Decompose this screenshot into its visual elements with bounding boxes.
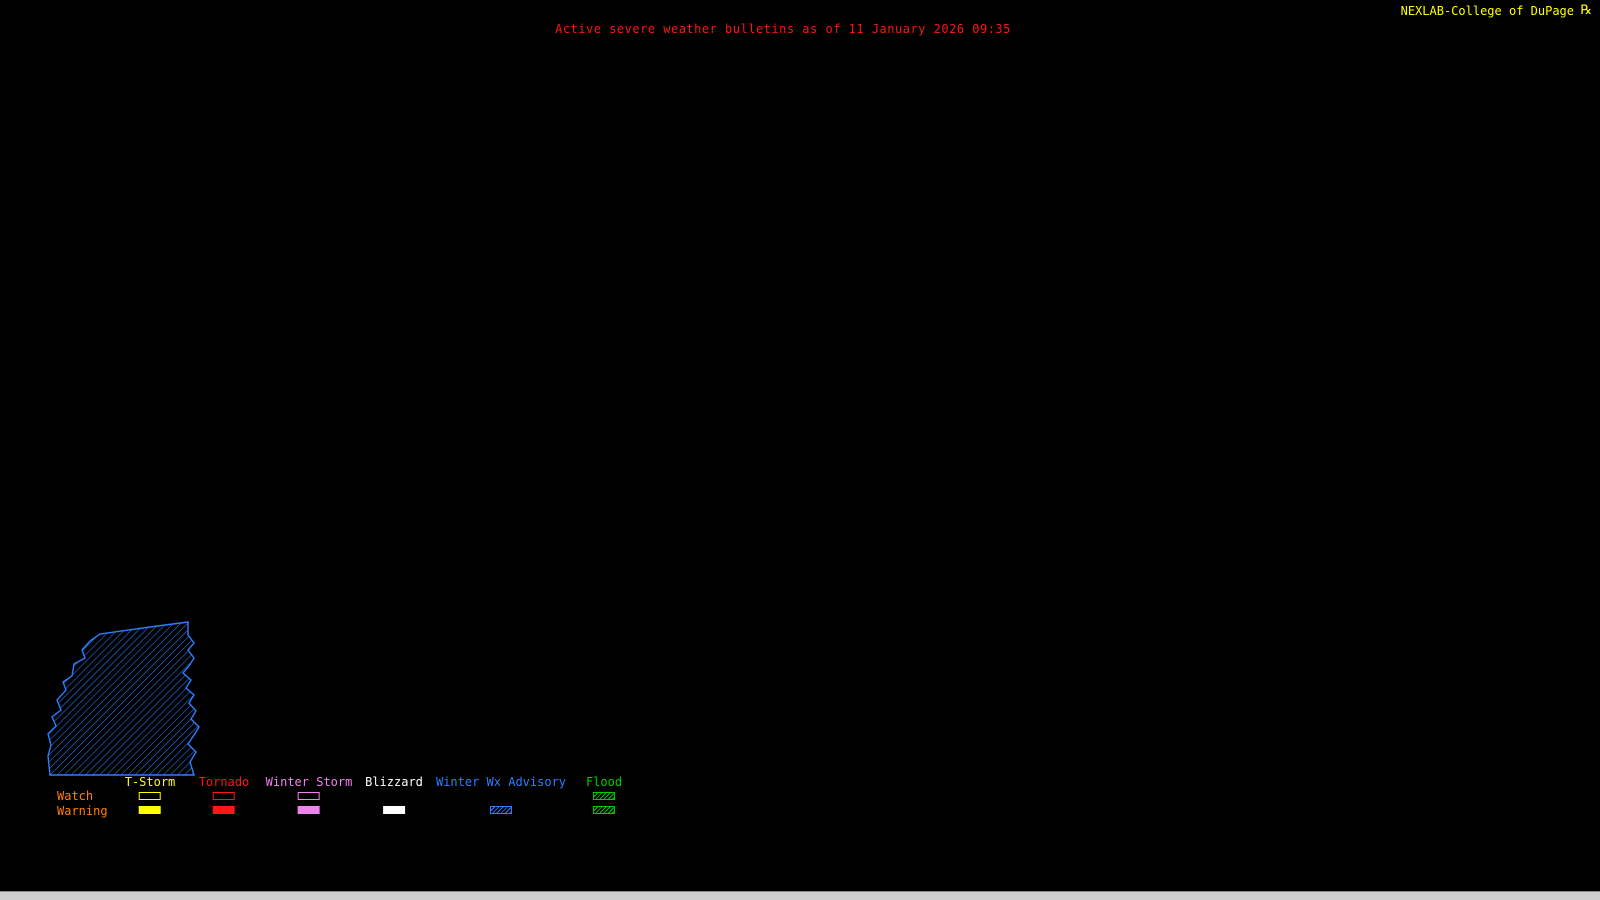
flood-watch-swatch (593, 792, 615, 800)
winter-storm-watch-swatch (297, 792, 320, 800)
legend-label-tornado: Tornado (198, 775, 250, 789)
legend-col-blizzard: Blizzard (365, 776, 423, 814)
map-area (40, 615, 210, 780)
legend-col-winter-wx-advisory: Winter Wx Advisory (436, 776, 566, 814)
legend-label-blizzard: Blizzard (365, 775, 423, 789)
legend: Watch Warning T-Storm Tornado Winter Sto… (0, 776, 700, 821)
tstorm-watch-swatch (138, 792, 161, 800)
winter-storm-warning-swatch (297, 806, 320, 814)
bulletin-title: Active severe weather bulletins as of 11… (555, 22, 1011, 36)
legend-row-watch-label: Watch (57, 789, 94, 803)
legend-col-winter-storm: Winter Storm (265, 775, 353, 814)
winter-wx-advisory-warning-swatch (489, 806, 512, 814)
brand-text: NEXLAB-College of DuPage (1400, 4, 1574, 18)
flood-warning-swatch (593, 806, 615, 814)
legend-label-flood: Flood (585, 775, 623, 789)
legend-col-tstorm: T-Storm (124, 775, 176, 814)
legend-label-winter-wx-advisory: Winter Wx Advisory (435, 775, 567, 789)
cod-logo-icon: ℞ (1580, 3, 1592, 18)
advisory-polygon (47, 621, 200, 776)
legend-col-flood: Flood (586, 776, 622, 814)
horizontal-scrollbar[interactable] (0, 891, 1600, 900)
legend-label-tstorm: T-Storm (124, 775, 176, 789)
legend-label-winter-storm: Winter Storm (265, 775, 353, 789)
tornado-watch-swatch (212, 792, 235, 800)
blizzard-warning-swatch (382, 806, 405, 814)
legend-row-warning-label: Warning (57, 804, 108, 818)
tstorm-warning-swatch (138, 806, 161, 814)
tornado-warning-swatch (212, 806, 235, 814)
winter-wx-advisory-region (47, 621, 200, 776)
legend-col-tornado: Tornado (198, 775, 250, 814)
